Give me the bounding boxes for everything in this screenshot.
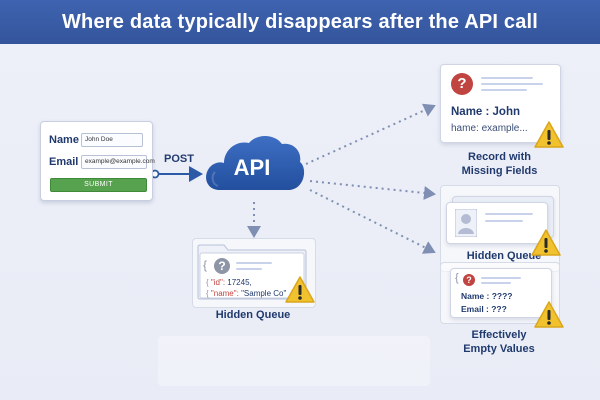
hidden-queue-left-caption: Hidden Queue bbox=[215, 309, 291, 321]
dotted-arrow-to-empty-values bbox=[309, 189, 436, 254]
api-label: API bbox=[233, 155, 271, 180]
warning-triangle-icon bbox=[534, 121, 564, 148]
hidden-queue-left-name-line: { "name": "Sample Co" bbox=[206, 289, 287, 298]
name-key: "name": bbox=[210, 289, 239, 298]
record-hame-line: hame: example... bbox=[451, 123, 528, 134]
placeholder-line bbox=[481, 89, 527, 91]
empty-footer-panel bbox=[158, 336, 430, 386]
warning-triangle-icon bbox=[531, 229, 561, 256]
warning-triangle-icon bbox=[285, 276, 315, 303]
placeholder-line bbox=[481, 83, 543, 85]
record-missing-fields-card: ? Name : John hame: example... bbox=[440, 64, 561, 143]
name-label: Name bbox=[49, 134, 79, 146]
submit-button[interactable]: SUBMIT bbox=[50, 178, 147, 192]
id-key: "id": bbox=[210, 278, 226, 287]
email-label: Email bbox=[49, 156, 79, 168]
name-field[interactable]: John Doe bbox=[81, 133, 143, 147]
name-value: "Sample Co" bbox=[241, 289, 287, 298]
empty-values-caption-line1: Effectively bbox=[471, 329, 527, 341]
record-caption: Record with Missing Fields bbox=[440, 150, 559, 178]
hidden-queue-left-id-line: { "id": 17245, bbox=[206, 278, 252, 287]
hidden-queue-left-brace: { bbox=[203, 258, 208, 272]
record-name-line: Name : John bbox=[451, 106, 521, 118]
placeholder-line bbox=[481, 282, 511, 284]
id-value: 17245, bbox=[227, 278, 252, 287]
empty-values-caption: Effectively Empty Values bbox=[440, 328, 558, 356]
empty-values-card: { ? Name : ???? Email : ??? bbox=[450, 268, 552, 318]
placeholder-line bbox=[485, 220, 523, 222]
question-circle-icon: ? bbox=[214, 258, 230, 274]
empty-values-name-line: Name : ???? bbox=[461, 291, 513, 301]
dotted-arrow-to-record bbox=[305, 103, 436, 165]
api-cloud-icon bbox=[206, 136, 305, 190]
dotted-arrow-to-hidden-queue-right bbox=[309, 180, 436, 200]
hidden-queue-right-card bbox=[446, 202, 548, 244]
record-caption-line1: Record with bbox=[468, 151, 531, 163]
question-circle-icon: ? bbox=[451, 73, 473, 95]
user-silhouette-icon bbox=[455, 209, 477, 237]
page-title: Where data typically disappears after th… bbox=[61, 10, 539, 33]
signup-form-card: Name John Doe Email example@example.com … bbox=[40, 121, 155, 201]
placeholder-line bbox=[485, 213, 533, 215]
empty-values-brace: { bbox=[455, 272, 459, 284]
warning-triangle-icon bbox=[534, 301, 564, 328]
record-caption-line2: Missing Fields bbox=[461, 165, 538, 177]
email-field[interactable]: example@example.com bbox=[81, 155, 155, 169]
empty-values-caption-line2: Empty Values bbox=[463, 343, 535, 355]
placeholder-line bbox=[481, 77, 533, 79]
hidden-queue-right-caption: Hidden Queue bbox=[466, 250, 542, 262]
placeholder-line bbox=[236, 268, 262, 270]
placeholder-line bbox=[236, 262, 272, 264]
post-label: POST bbox=[164, 153, 194, 165]
question-circle-icon: ? bbox=[463, 274, 475, 286]
title-bar: Where data typically disappears after th… bbox=[0, 0, 600, 44]
empty-values-email-line: Email : ??? bbox=[461, 304, 507, 314]
placeholder-line bbox=[481, 277, 521, 279]
